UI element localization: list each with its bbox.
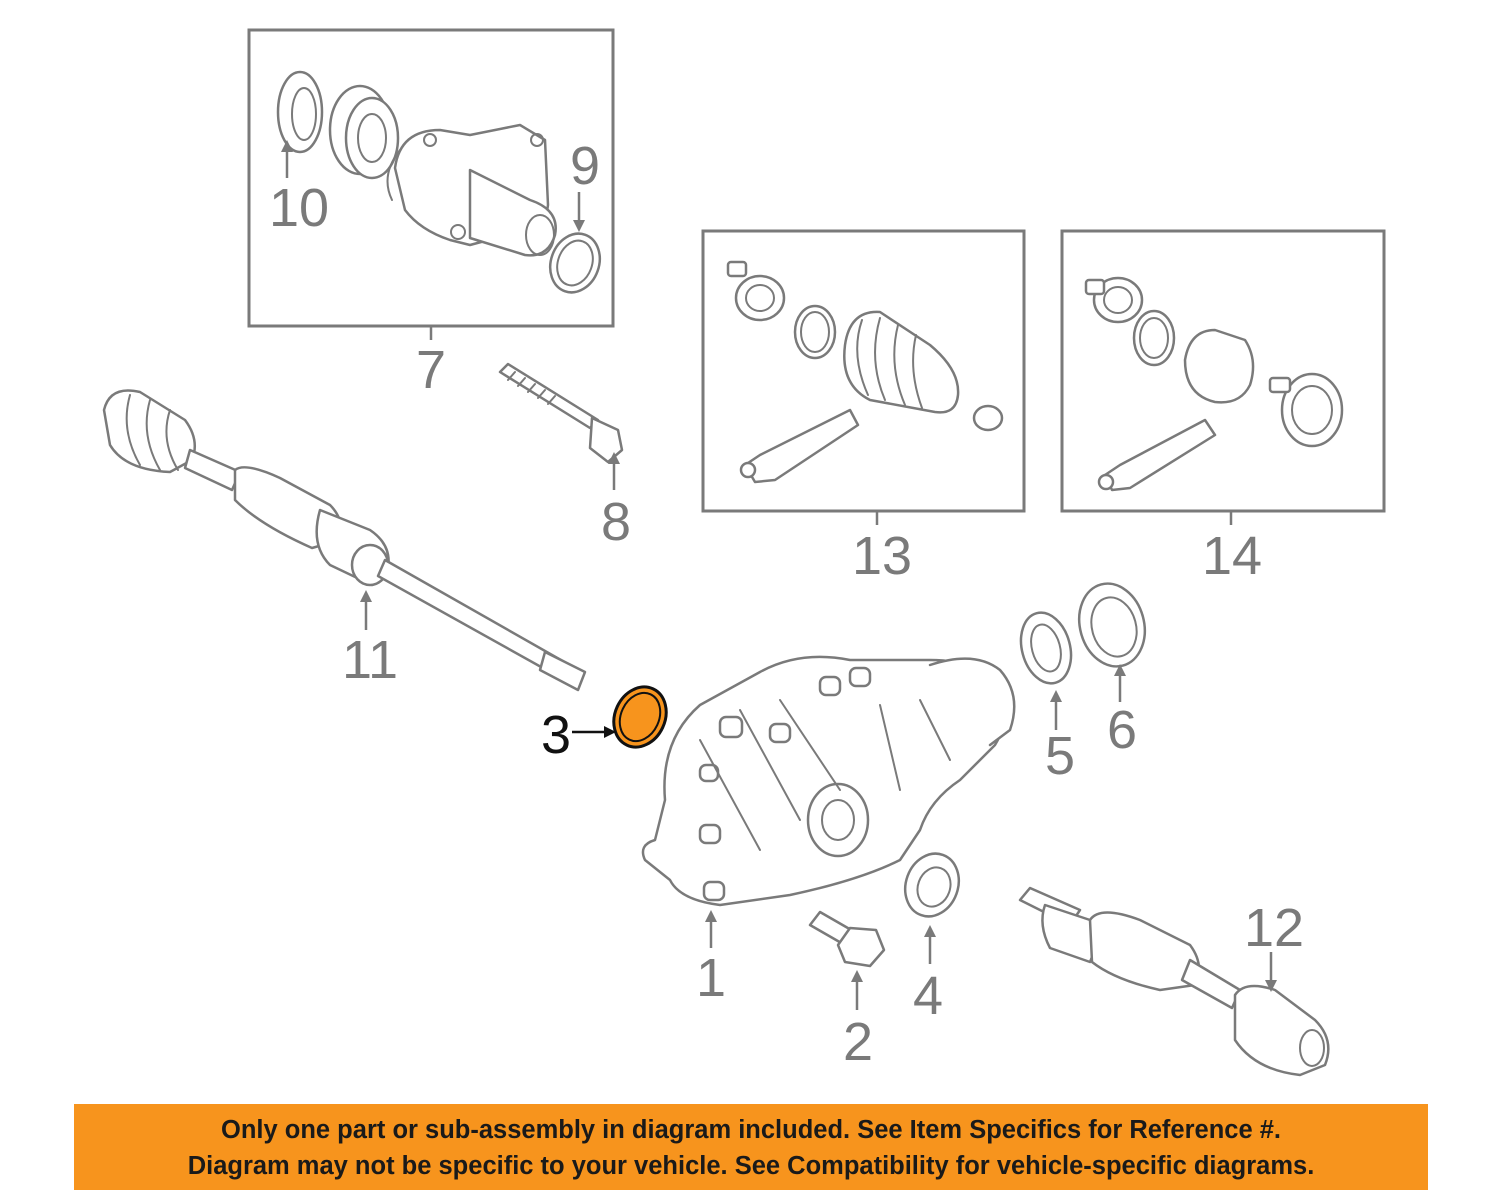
bearing-housing[interactable] [386, 123, 557, 257]
callout-3: 3 [541, 705, 571, 765]
part-3-seal-highlighted[interactable] [604, 678, 676, 755]
part-5-ring[interactable] [1014, 607, 1079, 689]
callout-9: 9 [570, 136, 600, 196]
part-4-seal[interactable] [897, 846, 968, 924]
part-13-boot-kit[interactable] [701, 229, 1026, 525]
disclaimer-line-2: Diagram may not be specific to your vehi… [187, 1152, 1315, 1180]
part-13-box [701, 229, 1026, 513]
part-1-differential[interactable] [641, 655, 1016, 907]
callout-11: 11 [342, 630, 398, 690]
callout-14: 14 [1202, 526, 1262, 586]
part-14-boot-kit[interactable] [1060, 229, 1386, 525]
part-7-assembly[interactable] [247, 28, 615, 340]
disclaimer-banner: Only one part or sub-assembly in diagram… [74, 1104, 1428, 1190]
part-8-bolt[interactable] [498, 362, 624, 464]
callout-numbers: 10 9 7 8 13 14 11 3 5 6 1 2 4 12 [269, 136, 1304, 1072]
callout-5: 5 [1045, 726, 1075, 786]
callout-2: 2 [843, 1012, 873, 1072]
callout-8: 8 [601, 492, 631, 552]
part-14-box [1060, 229, 1386, 513]
parts-diagram: 10 9 7 8 13 14 11 3 5 6 1 2 4 12 [102, 28, 1386, 1077]
bearing[interactable] [328, 84, 400, 180]
part-9-o-ring[interactable] [542, 227, 608, 300]
callout-4: 4 [913, 966, 943, 1026]
part-10-seal[interactable] [276, 70, 324, 154]
callout-6: 6 [1107, 700, 1137, 760]
callout-12: 12 [1244, 898, 1304, 958]
part-2-bolt[interactable] [808, 910, 886, 968]
disclaimer-line-1: Only one part or sub-assembly in diagram… [221, 1116, 1281, 1144]
callout-7: 7 [416, 340, 446, 400]
callout-10: 10 [269, 178, 329, 238]
callout-arrows [281, 140, 1277, 1010]
callout-13: 13 [852, 526, 912, 586]
part-6-seal[interactable] [1070, 576, 1154, 674]
part-12-axle-shaft[interactable] [1018, 886, 1330, 1077]
part-11-axle-shaft[interactable] [102, 389, 587, 692]
callout-1: 1 [696, 948, 726, 1008]
